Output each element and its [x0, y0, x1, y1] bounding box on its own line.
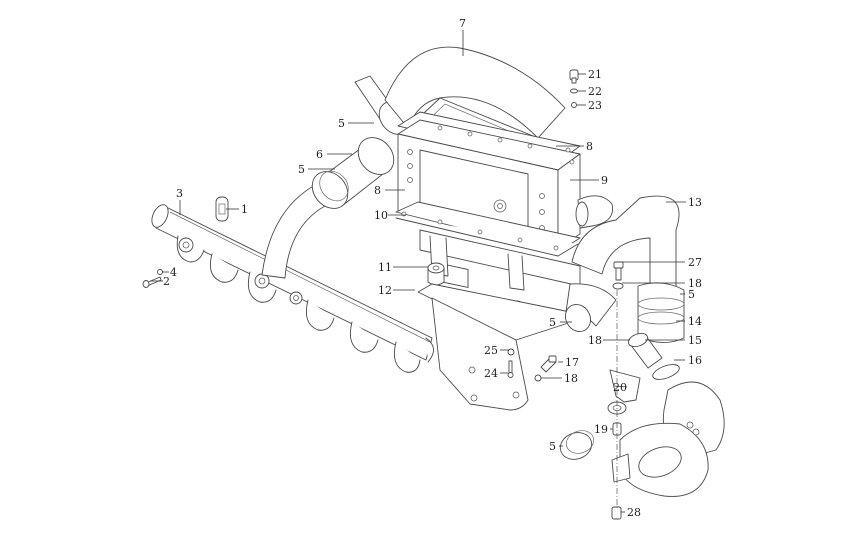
washer-18-top [612, 282, 624, 290]
washer-4 [157, 269, 163, 275]
callout-7: 7 [459, 17, 466, 30]
bolt-21 [569, 69, 579, 84]
rubber-hose-6 [311, 137, 395, 209]
lower-housing [395, 201, 581, 291]
bolt-17 [540, 355, 557, 373]
callout-11: 11 [378, 261, 392, 274]
callout-5-mid: 5 [549, 316, 556, 329]
callout-19: 19 [594, 423, 608, 436]
rubber-hose-14 [637, 282, 685, 343]
callout-18-top: 18 [688, 277, 702, 290]
callout-13: 13 [688, 196, 702, 209]
callout-9: 9 [601, 174, 608, 187]
callout-leaders [150, 30, 686, 513]
callout-28: 28 [627, 506, 641, 519]
bolt-2 [142, 276, 162, 288]
turbocharger [611, 381, 725, 497]
callout-1: 1 [241, 203, 248, 216]
callout-5-bottom: 5 [549, 440, 556, 453]
callout-12: 12 [378, 284, 392, 297]
callout-8-right: 8 [586, 140, 593, 153]
hose-clamp-loose [559, 430, 595, 460]
callout-5-right: 5 [688, 288, 695, 301]
callout-17: 17 [565, 356, 579, 369]
bolt-27 [613, 261, 624, 281]
mounting-bracket [417, 283, 591, 411]
spring-washer-22 [570, 88, 578, 94]
flat-washer-23 [571, 102, 577, 108]
callout-5-left: 5 [298, 163, 305, 176]
callout-21: 21 [588, 68, 602, 81]
callout-18-bottom: 18 [564, 372, 578, 385]
washer-18-bottom [534, 374, 542, 382]
nut-28 [611, 506, 622, 520]
callout-16: 16 [688, 354, 702, 367]
rubber-mount [427, 262, 445, 286]
intake-manifold [151, 204, 434, 373]
nut-25 [507, 348, 515, 356]
callout-18-left: 18 [588, 334, 602, 347]
outlet-pipe [565, 195, 680, 332]
callout-10: 10 [374, 209, 388, 222]
callout-4: 4 [170, 266, 177, 279]
callout-23: 23 [588, 99, 602, 112]
callout-6: 6 [316, 148, 323, 161]
callout-20: 20 [613, 381, 627, 394]
callout-25: 25 [484, 344, 498, 357]
bolt-24 [507, 360, 514, 378]
callout-15: 15 [688, 334, 702, 347]
callout-14: 14 [688, 315, 702, 328]
callout-3: 3 [176, 187, 183, 200]
seal-ring-16 [652, 364, 680, 380]
callout-27: 27 [688, 256, 702, 269]
callout-5-top: 5 [338, 117, 345, 130]
callout-8-left: 8 [374, 184, 381, 197]
connector-15 [627, 332, 663, 369]
callout-24: 24 [484, 367, 498, 380]
callout-2: 2 [163, 275, 170, 288]
callout-22: 22 [588, 85, 602, 98]
